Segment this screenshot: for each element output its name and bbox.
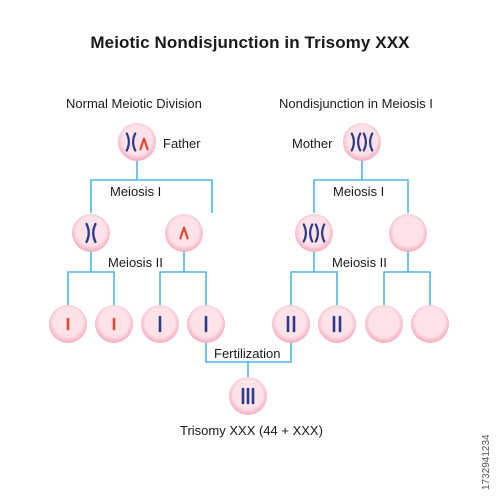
right-meiosis2-label: Meiosis II <box>332 255 387 270</box>
zygote-cell <box>229 377 267 415</box>
fertilization-label: Fertilization <box>214 346 281 361</box>
x-chromosome <box>362 132 374 152</box>
left-meiosis1-label: Meiosis I <box>110 184 162 199</box>
cell-body <box>118 123 156 161</box>
right-meiosis1-label: Meiosis I <box>333 184 385 199</box>
left-x-cell <box>72 214 110 252</box>
connector-right-empty-meiosis2 <box>383 271 431 308</box>
right-heading: Nondisjunction in Meiosis I <box>279 96 433 111</box>
cell-body <box>165 214 203 252</box>
gamete-8 <box>411 305 449 343</box>
mother-cell <box>343 123 381 161</box>
connector-left-x-meiosis2 <box>67 271 115 308</box>
result-label: Trisomy XXX (44 + XXX) <box>180 423 323 438</box>
y-chromosome <box>179 226 189 240</box>
connector-left-y-meiosis2 <box>159 271 207 308</box>
gamete-5 <box>272 305 310 343</box>
gamete-7 <box>365 305 403 343</box>
gamete-6 <box>318 305 356 343</box>
mother-label: Mother <box>292 136 333 151</box>
x-chromosome <box>302 223 314 243</box>
father-label: Father <box>163 136 201 151</box>
gamete-1 <box>49 305 87 343</box>
father-cell <box>118 123 156 161</box>
cell-body <box>411 305 449 343</box>
right-empty-cell <box>389 214 427 252</box>
cell-body <box>295 214 333 252</box>
stock-id: 1732941234 <box>481 434 492 490</box>
left-heading: Normal Meiotic Division <box>66 96 202 111</box>
gamete-3 <box>141 305 179 343</box>
gamete-4 <box>187 305 225 343</box>
cell-body <box>72 214 110 252</box>
left-y-cell <box>165 214 203 252</box>
x-chromosome <box>350 132 362 152</box>
connector-mother-meiosis1 <box>313 179 409 213</box>
gamete-2 <box>95 305 133 343</box>
cell-body <box>343 123 381 161</box>
diagram-title: Meiotic Nondisjunction in Trisomy XXX <box>90 33 410 52</box>
x-chromosome <box>314 223 326 243</box>
x-chromosome <box>125 132 137 152</box>
left-meiosis2-label: Meiosis II <box>108 255 163 270</box>
cell-body <box>272 305 310 343</box>
cell-body <box>389 214 427 252</box>
right-xx-cell <box>295 214 333 252</box>
connector-right-xx-meiosis2 <box>290 271 338 308</box>
y-chromosome <box>139 137 149 151</box>
cell-body <box>318 305 356 343</box>
cell-body <box>365 305 403 343</box>
x-chromosome <box>85 222 97 244</box>
connector-father-meiosis1 <box>90 179 213 213</box>
